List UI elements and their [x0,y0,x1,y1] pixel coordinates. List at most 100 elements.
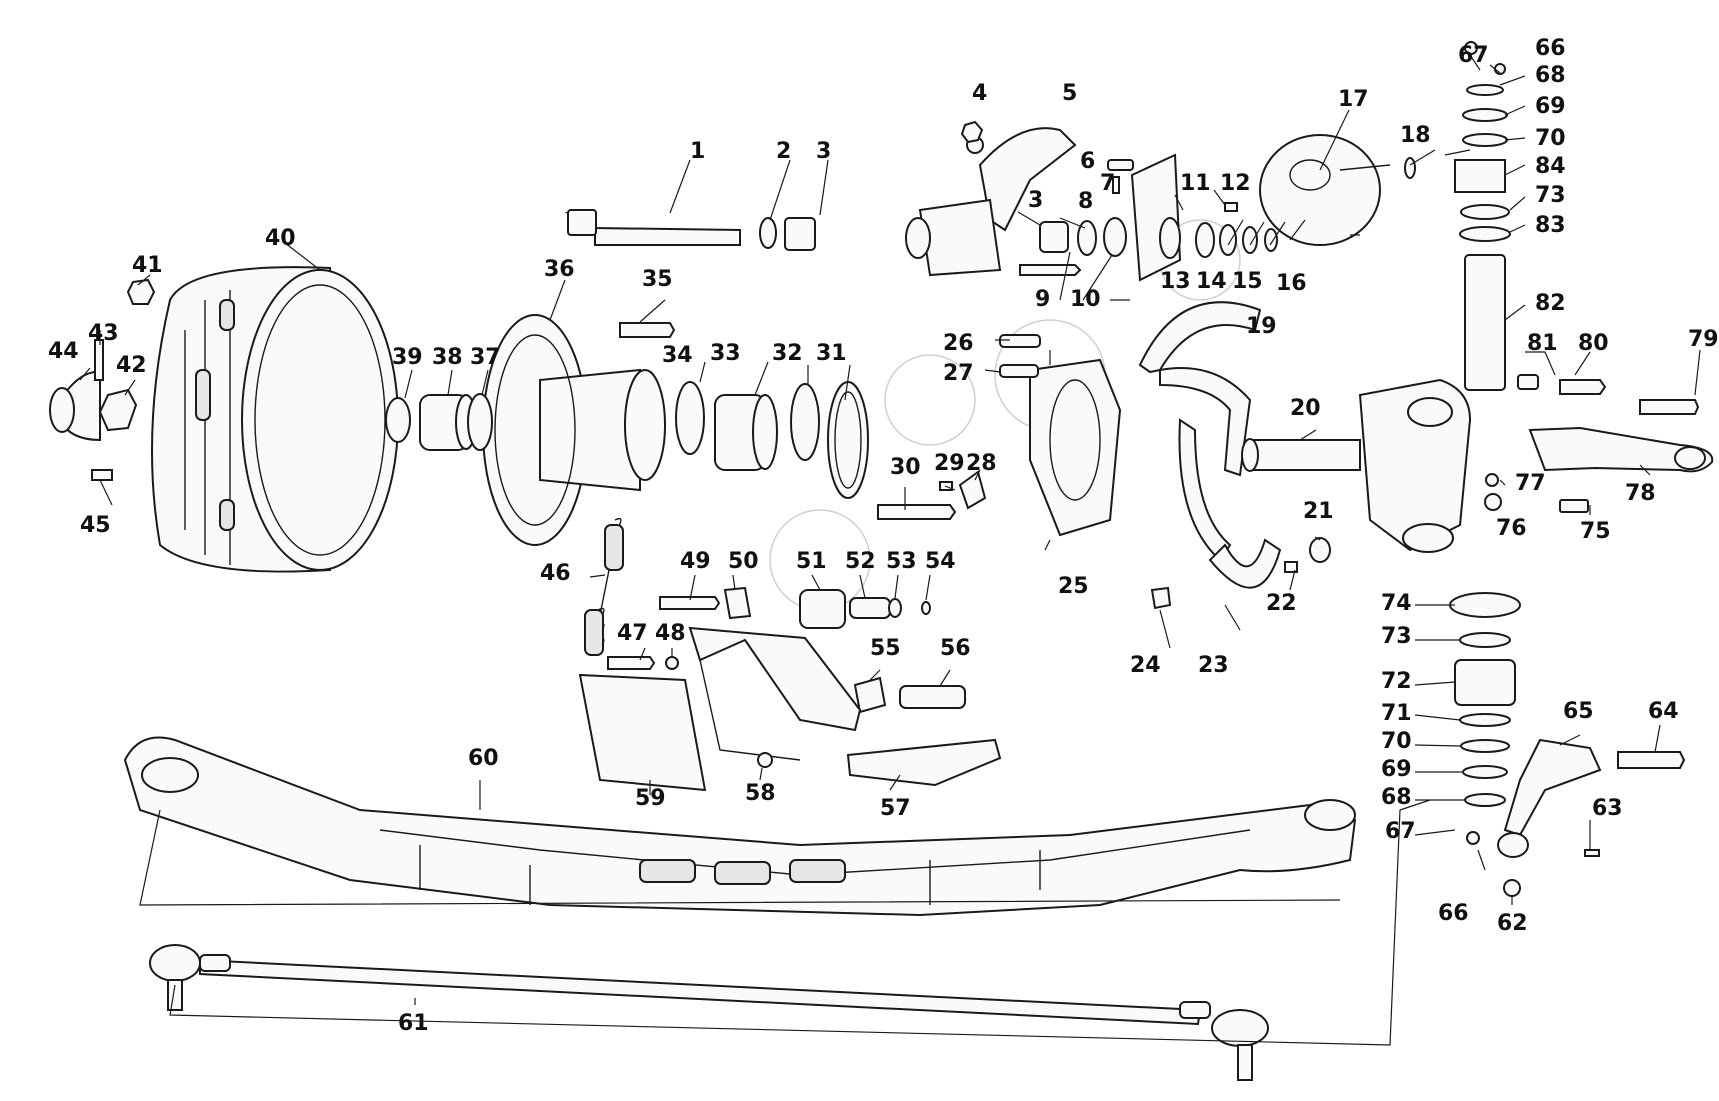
callout-59: 59 [635,786,666,811]
callout-49: 49 [680,549,711,574]
callout-26: 26 [943,331,974,356]
nut-4 [960,120,984,144]
steering-knuckle [1241,378,1472,553]
callout-84: 84 [1535,154,1566,179]
tie-rod [149,944,1269,1081]
callout-58: 58 [745,781,776,806]
roller-parts [799,589,966,714]
callout-4: 4 [972,81,987,106]
callout-65: 65 [1563,699,1594,724]
callout-16: 16 [1276,271,1307,296]
pin-49 [659,596,721,610]
callout-1: 1 [690,139,705,164]
callout-3: 3 [816,139,831,164]
callout-53: 53 [886,549,917,574]
clip-48 [665,656,679,670]
hub-cap-group [49,278,156,481]
bolt-75 [1559,499,1589,513]
callout-28: 28 [966,451,997,476]
callout-14: 14 [1196,269,1227,294]
callout-43: 43 [88,321,119,346]
callout-12: 12 [1220,171,1251,196]
brake-bracket [905,127,1077,277]
return-spring [584,517,624,656]
pin-47 [607,656,656,670]
callout-11: 11 [1180,171,1211,196]
callout-71: 71 [1381,701,1412,726]
callout-20: 20 [1290,396,1321,421]
bearing-row [385,381,869,499]
callout-27: 27 [943,361,974,386]
callout-22: 22 [1266,591,1297,616]
callout-63: 63 [1592,796,1623,821]
callout-79: 79 [1688,327,1719,352]
pin-80 [1559,379,1607,395]
nut-76 [1484,493,1502,511]
callout-82: 82 [1535,291,1566,316]
clip-28 [958,470,987,510]
callout-7: 7 [1100,171,1115,196]
callout-68: 68 [1535,63,1566,88]
callout-10: 10 [1070,287,1101,312]
callout-83: 83 [1535,213,1566,238]
callout-38: 38 [432,345,463,370]
callout-69: 69 [1535,94,1566,119]
callout-60: 60 [468,746,499,771]
callout-67: 67 [1385,819,1416,844]
brake-spider [999,334,1122,537]
callout-67: 67 [1458,43,1489,68]
wheel-stud [619,322,676,338]
callout-18: 18 [1400,123,1431,148]
clip-50 [723,586,752,620]
callout-8: 8 [1078,189,1093,214]
cap-24 [1150,586,1172,610]
callout-40: 40 [265,226,296,251]
callout-9: 9 [1035,287,1050,312]
leader-lines [79,54,1701,1046]
nut-77 [1485,473,1499,487]
callout-70: 70 [1535,126,1566,151]
callout-68: 68 [1381,785,1412,810]
callout-80: 80 [1578,331,1609,356]
slack-adjuster [1259,134,1416,246]
callout-81: 81 [1527,331,1558,356]
callout-labels: 1 2 3 3 4 5 6 7 8 9 10 11 12 13 14 15 16… [48,36,1719,1036]
axle-beam [123,736,1357,917]
callout-29: 29 [934,451,965,476]
nut-58 [757,752,773,768]
callout-33: 33 [710,341,741,366]
callout-61: 61 [398,1011,429,1036]
callout-39: 39 [392,345,423,370]
bolt-30 [877,504,957,520]
wheel-hub [482,314,666,546]
callout-73: 73 [1381,624,1412,649]
callout-24: 24 [1130,653,1161,678]
callout-19: 19 [1246,314,1277,339]
callout-70: 70 [1381,729,1412,754]
callout-69: 69 [1381,757,1412,782]
brake-drum [151,266,399,573]
callout-25: 25 [1058,574,1089,599]
callout-46: 46 [540,561,571,586]
callout-45: 45 [80,513,111,538]
brake-shoes [578,626,862,792]
callout-42: 42 [116,353,147,378]
callout-76: 76 [1496,516,1527,541]
callout-17: 17 [1338,87,1369,112]
callout-55: 55 [870,636,901,661]
callout-6: 6 [1080,149,1095,174]
callout-5: 5 [1062,81,1077,106]
lower-arm [1497,738,1686,897]
callout-30: 30 [890,455,921,480]
callout-32: 32 [772,341,803,366]
callout-23: 23 [1198,653,1229,678]
callout-37: 37 [470,345,501,370]
callout-75: 75 [1580,519,1611,544]
callout-57: 57 [880,796,911,821]
callout-35: 35 [642,267,673,292]
callout-31: 31 [816,341,847,366]
callout-41: 41 [132,253,163,278]
bush-81 [1517,374,1539,390]
